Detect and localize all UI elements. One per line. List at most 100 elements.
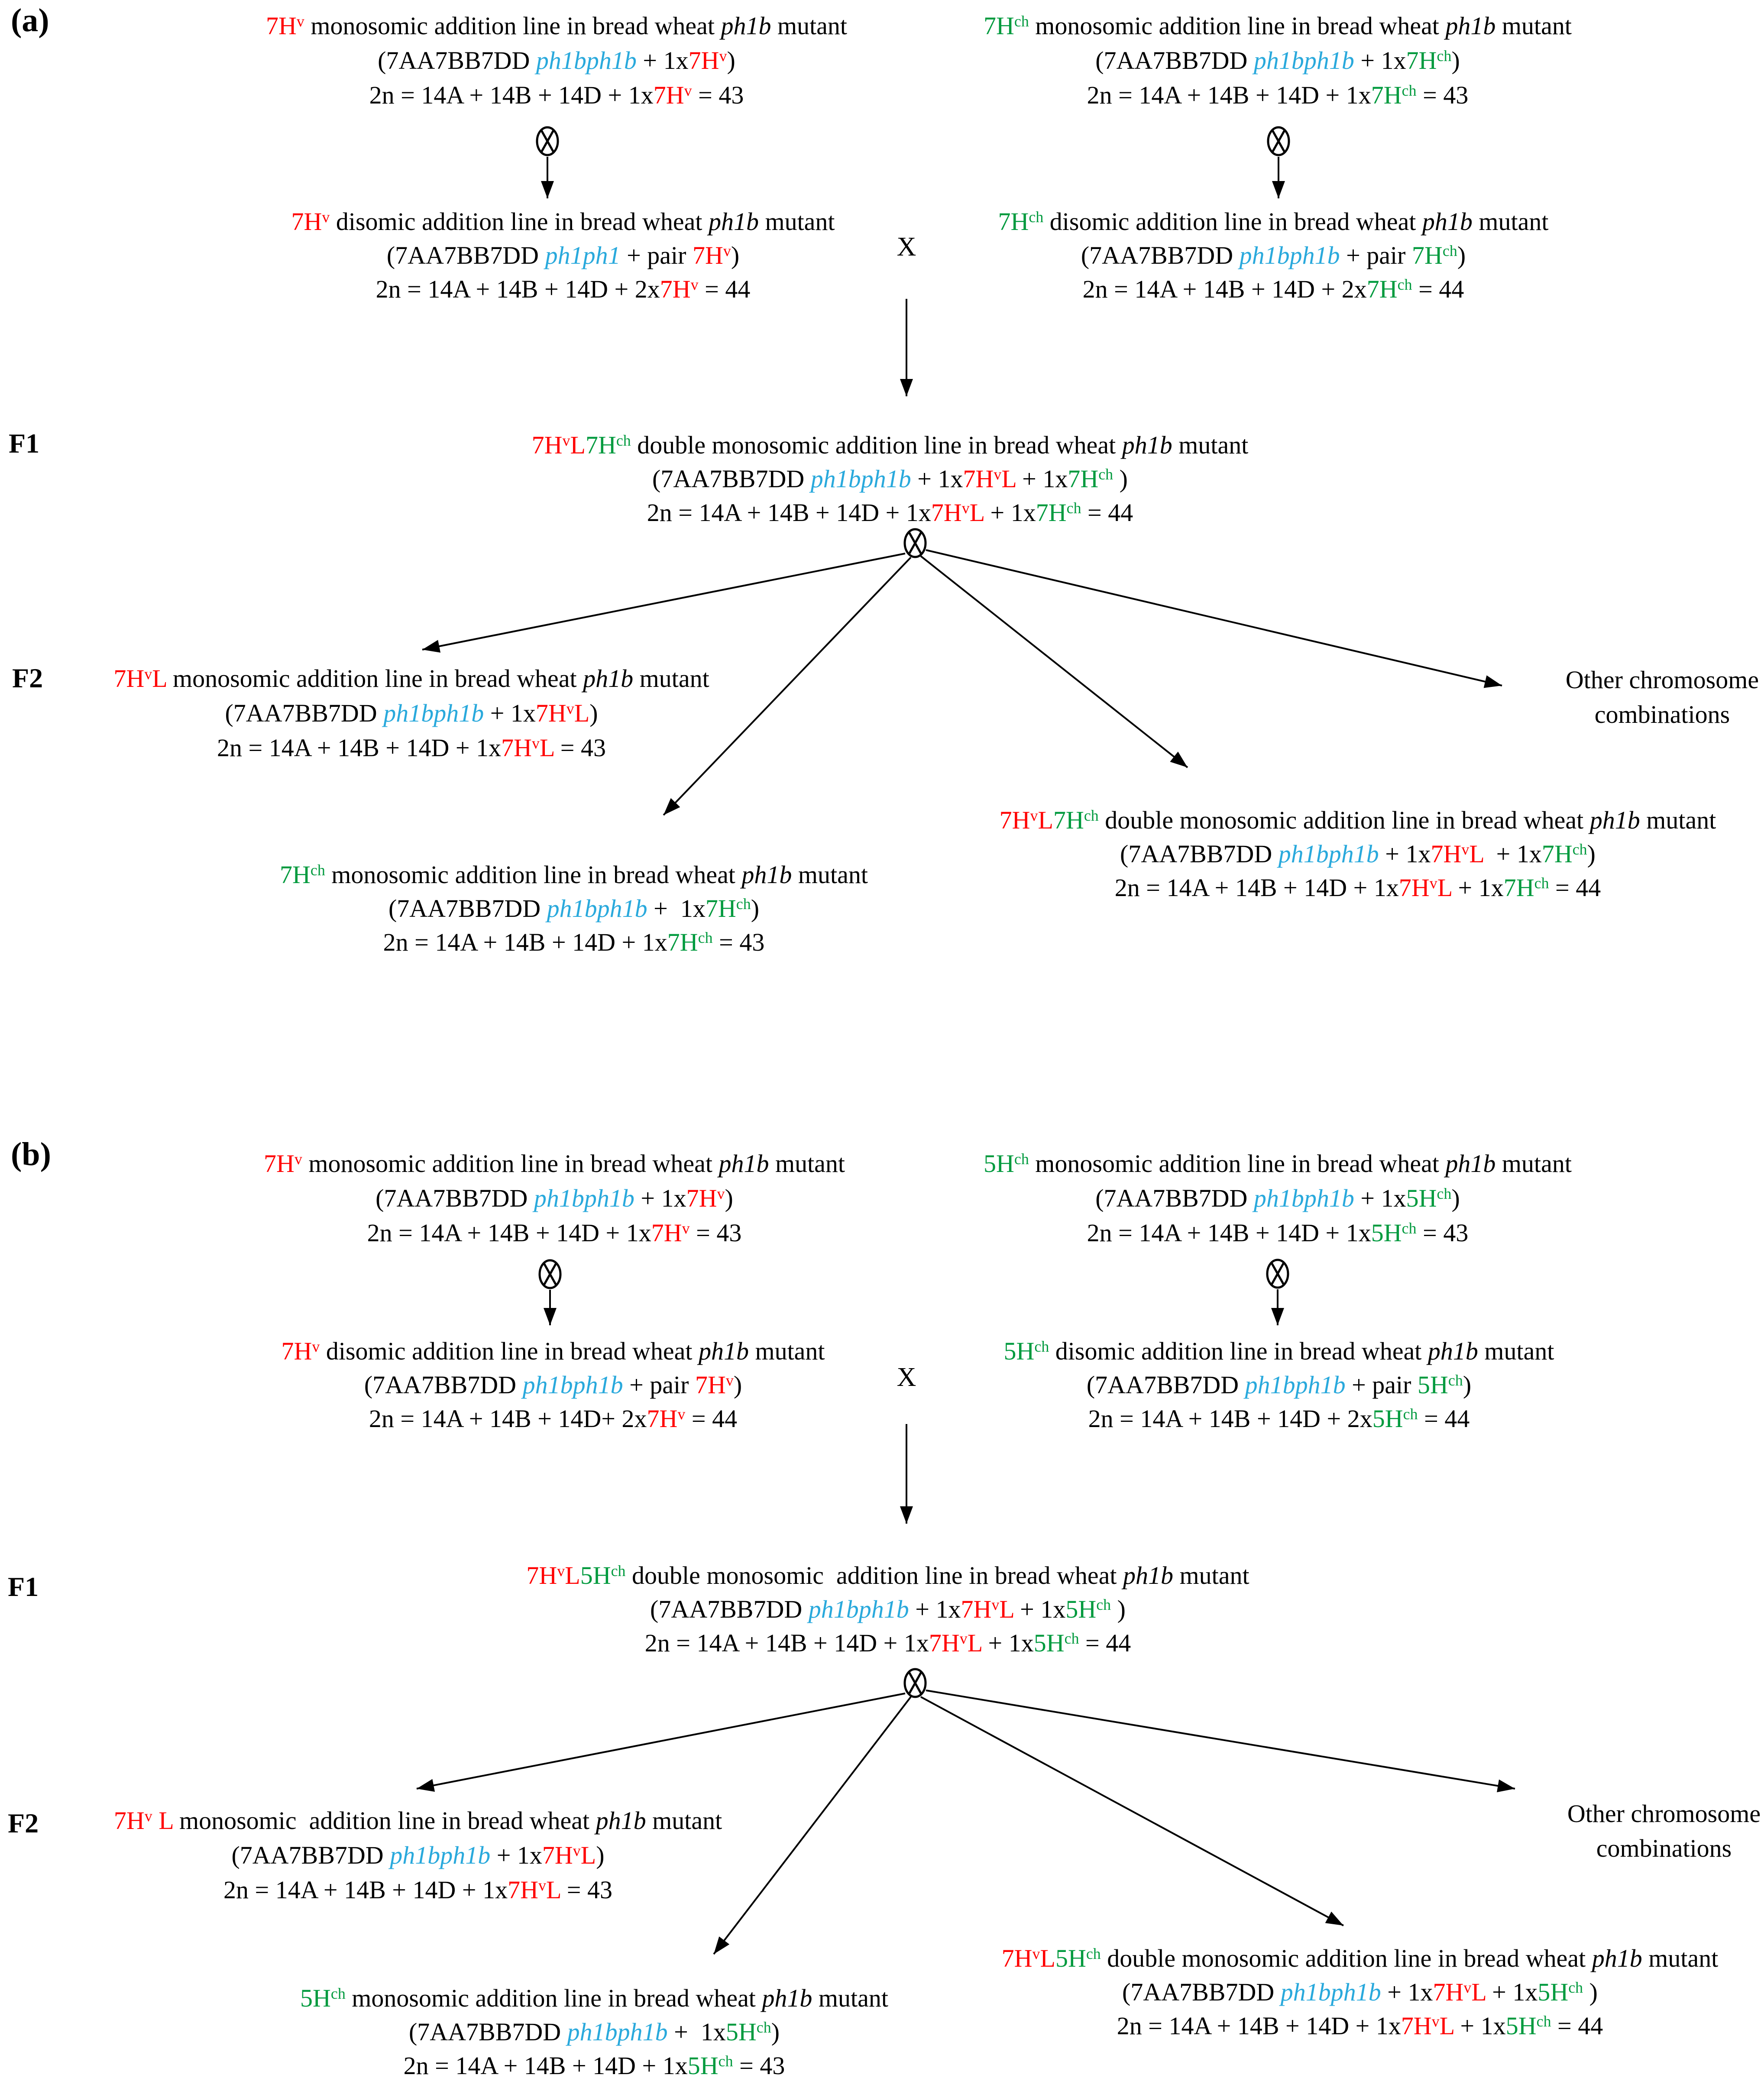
- b-f1-seg-0-4: ch: [611, 1562, 626, 1580]
- b-disomic-right-seg-0-1: ch: [1034, 1338, 1049, 1356]
- f2-label-b: F2: [8, 1808, 39, 1838]
- f1-label-b: F1: [8, 1571, 39, 1602]
- b-f2-right-seg-0-0: 7H: [1001, 1944, 1033, 1972]
- b-parent-left-seg-2-0: 2n = 14A + 14B + 14D + 1x: [367, 1219, 651, 1247]
- b-f2-right-seg-2-1: 7H: [1401, 2012, 1432, 2040]
- b-parent-right-seg-2-2: ch: [1401, 1220, 1417, 1237]
- a-parent-left-seg-0-3: ph1b: [721, 12, 771, 40]
- a-disomic-left-seg-1-2: + pair: [620, 241, 693, 269]
- b-f2-mid-seg-1-5: ): [771, 2018, 780, 2046]
- b-parent-right-seg-2-0: 2n = 14A + 14B + 14D + 1x: [1087, 1219, 1371, 1247]
- b-f2-left-line1: 7Hv L monosomic addition line in bread w…: [114, 1807, 722, 1835]
- a-f2-mid-seg-1-5: ): [751, 894, 760, 922]
- b-parent-right-seg-0-3: ph1b: [1445, 1149, 1496, 1178]
- selfing-circled-x-symbol-2: [1267, 126, 1290, 156]
- a-f2-mid-seg-0-3: ph1b: [741, 861, 792, 889]
- a-f2-left-seg-0-5: mutant: [633, 664, 709, 693]
- b-other-combinations-seg-0-0: Other chromosome: [1567, 1800, 1761, 1828]
- b-parent-left-seg-2-1: 7H: [651, 1219, 682, 1247]
- a-disomic-left-seg-2-3: = 44: [698, 275, 751, 303]
- b-parent-right-seg-0-2: monosomic addition line in bread wheat: [1029, 1149, 1446, 1178]
- b-f1-seg-2-1: 7H: [929, 1629, 960, 1657]
- b-f1-seg-1-1: ph1bph1b: [808, 1595, 909, 1623]
- a-parent-left-seg-0-2: monosomic addition line in bread wheat: [304, 12, 721, 40]
- a-f1-seg-0-1: v: [562, 432, 570, 450]
- b-f2-left-seg-2-4: = 43: [560, 1876, 612, 1904]
- a-f2-left-line1: 7HvL monosomic addition line in bread wh…: [113, 665, 709, 693]
- a-f2-right-seg-1-9: ): [1587, 840, 1596, 868]
- b-parent-right-seg-1-0: (7AA7BB7DD: [1095, 1184, 1254, 1212]
- a-parent-right-seg-2-0: 2n = 14A + 14B + 14D + 1x: [1087, 81, 1371, 109]
- b-disomic-right-seg-1-0: (7AA7BB7DD: [1086, 1371, 1245, 1399]
- b-f2-left-seg-2-1: 7H: [508, 1876, 539, 1904]
- b-parent-right-seg-1-5: ): [1451, 1184, 1460, 1212]
- b-f2-left-line3: 2n = 14A + 14B + 14D + 1x7HvL = 43: [223, 1876, 612, 1904]
- a-parent-right-seg-1-5: ): [1451, 46, 1460, 74]
- b-f1-seg-0-6: ph1b: [1123, 1561, 1174, 1589]
- b-parent-left-seg-2-2: v: [682, 1220, 690, 1237]
- b-f2-right-seg-1-7: 5H: [1537, 1978, 1569, 2006]
- a-f2-mid-seg-0-0: 7H: [279, 861, 311, 889]
- a-f2-right-line2: (7AA7BB7DD ph1bph1b + 1x7HvL + 1x7Hch): [1120, 840, 1596, 868]
- b-f2-right-line1: 7HvL5Hch double monosomic addition line …: [1002, 1945, 1719, 1972]
- b-disomic-right-line1: 5Hch disomic addition line in bread whea…: [1003, 1337, 1554, 1365]
- b-f2-right-seg-0-4: ch: [1086, 1945, 1101, 1963]
- a-disomic-right-seg-0-4: mutant: [1472, 207, 1549, 236]
- a-other-combinations-line1: Other chromosome: [1566, 666, 1759, 694]
- a-f1-seg-0-3: 7H: [585, 431, 616, 459]
- a-f2-left-seg-1-3: 7H: [535, 699, 566, 727]
- a-f2-left-seg-1-5: L: [574, 699, 590, 727]
- a-disomic-left-seg-0-0: 7H: [291, 207, 322, 236]
- b-f2-right-seg-1-2: + 1x: [1381, 1978, 1433, 2006]
- a-disomic-right-seg-0-0: 7H: [998, 207, 1029, 236]
- a-f2-right-seg-1-5: L: [1469, 840, 1484, 868]
- a-f2-right-seg-0-6: ph1b: [1589, 806, 1640, 834]
- b-f2-right-seg-0-1: v: [1032, 1945, 1040, 1963]
- b-f1-seg-0-3: 5H: [580, 1561, 611, 1589]
- b-disomic-left-line3: 2n = 14A + 14B + 14D+ 2x7Hv = 44: [369, 1405, 737, 1433]
- a-f2-right-seg-2-1: 7H: [1398, 874, 1430, 902]
- a-other-combinations-seg-1-0: combinations: [1594, 700, 1730, 728]
- b-disomic-left-line1: 7Hv disomic addition line in bread wheat…: [281, 1337, 825, 1365]
- a-parent-right-seg-1-4: ch: [1437, 47, 1452, 65]
- b-other-combinations-line1: Other chromosome: [1567, 1800, 1761, 1828]
- b-disomic-left-seg-2-2: v: [677, 1405, 686, 1423]
- b-disomic-left-seg-0-4: mutant: [748, 1337, 825, 1365]
- a-parent-left-seg-0-0: 7H: [265, 12, 297, 40]
- a-f2-left-seg-2-0: 2n = 14A + 14B + 14D + 1x: [217, 734, 502, 762]
- b-f1-seg-1-4: v: [991, 1596, 1000, 1614]
- b-f1-seg-1-8: ch: [1096, 1596, 1111, 1614]
- a-parent-right-seg-1-1: ph1bph1b: [1253, 46, 1354, 74]
- a-f2-left-seg-1-2: + 1x: [484, 699, 536, 727]
- arrow-a-f1-to-f2right: [920, 555, 1188, 768]
- b-f2-mid-seg-1-4: ch: [756, 2019, 771, 2036]
- b-parent-left-line3: 2n = 14A + 14B + 14D + 1x7Hv = 43: [367, 1219, 742, 1247]
- b-f2-mid-seg-1-2: + 1x: [667, 2018, 726, 2046]
- b-disomic-right-seg-1-1: ph1bph1b: [1245, 1371, 1346, 1399]
- a-disomic-left-line1: 7Hv disomic addition line in bread wheat…: [291, 208, 835, 236]
- b-f2-left-seg-0-0: 7H: [113, 1806, 145, 1835]
- b-f2-right-seg-2-2: v: [1431, 2013, 1440, 2030]
- a-disomic-left-seg-0-2: disomic addition line in bread wheat: [330, 207, 709, 236]
- a-parent-right-seg-1-2: + 1x: [1354, 46, 1406, 74]
- b-f2-mid-seg-1-1: ph1bph1b: [567, 2018, 668, 2046]
- b-disomic-right-seg-2-2: ch: [1403, 1405, 1418, 1423]
- b-f1-line2: (7AA7BB7DD ph1bph1b + 1x7HvL + 1x5Hch ): [650, 1596, 1126, 1623]
- a-disomic-right-seg-1-3: 7H: [1411, 241, 1443, 269]
- b-f2-left-seg-0-4: ph1b: [596, 1806, 646, 1835]
- b-disomic-right-seg-2-0: 2n = 14A + 14B + 14D + 2x: [1088, 1405, 1372, 1433]
- b-f2-right-seg-1-9: ): [1583, 1978, 1598, 2006]
- a-f1-seg-1-7: 7H: [1068, 465, 1099, 493]
- b-f1-seg-1-3: 7H: [961, 1595, 992, 1623]
- b-f1-line1: 7HvL5Hch double monosomic addition line …: [526, 1562, 1249, 1589]
- selfing-circled-x-symbol-6: [903, 1668, 927, 1698]
- b-parent-left-seg-1-2: + 1x: [634, 1184, 686, 1212]
- selfing-circled-x-symbol-1: [536, 126, 559, 156]
- a-f2-mid-seg-2-3: = 43: [712, 928, 765, 956]
- b-f1-seg-1-7: 5H: [1065, 1595, 1097, 1623]
- b-other-combinations-line2: combinations: [1596, 1835, 1732, 1862]
- a-f1-seg-2-0: 2n = 14A + 14B + 14D + 1x: [647, 498, 931, 527]
- arrow-a-f1-to-f2left: [422, 553, 906, 653]
- b-parent-right-line2: (7AA7BB7DD ph1bph1b + 1x5Hch): [1095, 1185, 1460, 1212]
